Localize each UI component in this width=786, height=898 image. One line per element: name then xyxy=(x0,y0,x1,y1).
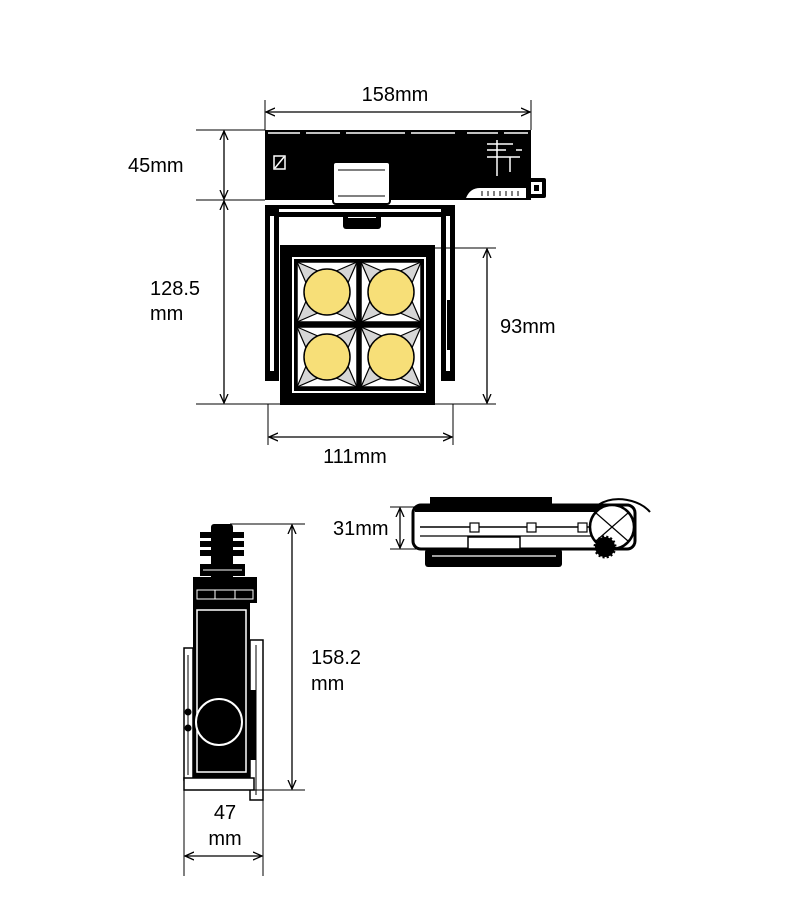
led-cell xyxy=(295,260,359,324)
cable xyxy=(597,498,651,513)
adapter-clip xyxy=(332,161,391,205)
head-body xyxy=(193,603,250,779)
height-label: 45mm xyxy=(128,155,184,177)
base-plate xyxy=(183,777,255,791)
dimension-158-2mm: 158.2 mm xyxy=(184,523,361,791)
led-cell xyxy=(359,325,423,389)
dimension-47mm: 47 mm xyxy=(183,790,264,876)
adjustment-knob xyxy=(588,503,636,559)
depth-label: 31mm xyxy=(333,518,389,540)
terminal-fins xyxy=(200,524,245,580)
fixture-height-value: 158.2 xyxy=(311,647,361,669)
led-cell xyxy=(359,260,423,324)
dimension-31mm: 31mm xyxy=(333,506,425,550)
led-emitter xyxy=(303,268,351,316)
led-emitter xyxy=(367,268,415,316)
track-adapter-top xyxy=(265,130,546,205)
side-detail xyxy=(183,647,194,781)
fixture-width-unit: mm xyxy=(208,828,241,850)
dimension-93mm: 93mm xyxy=(435,247,556,403)
end-view-fixture xyxy=(183,524,264,801)
led-cell xyxy=(295,325,359,389)
side-bracket xyxy=(249,639,264,801)
head-height-value: 128.5 xyxy=(150,278,200,300)
end-tab xyxy=(527,178,546,198)
side-view-fixture xyxy=(411,497,651,567)
mounting-bracket xyxy=(265,205,455,381)
led-emitter xyxy=(367,333,415,381)
width-label: 158mm xyxy=(362,84,429,106)
terminal-strip xyxy=(466,188,526,198)
head-height-unit: mm xyxy=(150,303,183,325)
connector-marking-icon xyxy=(487,140,522,176)
dimension-128-5mm: 128.5 mm xyxy=(150,201,496,405)
lens-circle xyxy=(195,698,243,746)
adapter-block xyxy=(193,577,257,603)
dimension-158mm: 158mm xyxy=(264,84,532,130)
dimension-111mm: 111mm xyxy=(267,404,454,468)
fixture-height-unit: mm xyxy=(311,673,344,695)
aperture-label: 93mm xyxy=(500,316,556,338)
led-array xyxy=(295,260,423,389)
head-width-label: 111mm xyxy=(323,446,387,468)
led-emitter xyxy=(303,333,351,381)
dimension-45mm: 45mm xyxy=(128,129,265,201)
fixture-width-value: 47 xyxy=(214,802,236,824)
marking-icon xyxy=(273,155,286,170)
